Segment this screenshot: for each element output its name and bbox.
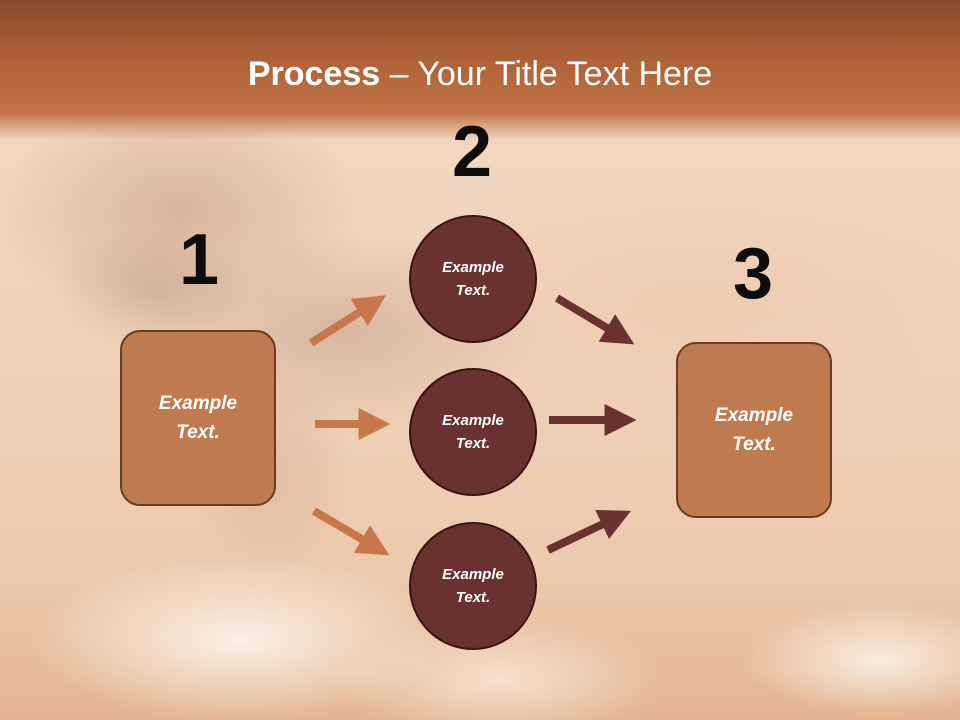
left-process-box: Example Text.: [120, 330, 276, 506]
step-number-3: 3: [732, 234, 774, 314]
title-bold: Process: [247, 55, 381, 93]
arrow-left-to-bottom: [311, 507, 390, 556]
right-process-box: Example Text.: [676, 342, 832, 518]
circle-top-text: Example Text.: [442, 259, 504, 299]
circle-bottom-text: Example Text.: [442, 566, 504, 606]
circle-mid-text: Example Text.: [442, 412, 504, 452]
step-number-1: 1: [178, 220, 220, 300]
arrow-top-to-right: [554, 294, 635, 345]
circle-node-bottom: Example Text.: [409, 522, 537, 650]
title-rest: – Your Title Text Here: [380, 55, 713, 93]
slide-title: Process – Your Title Text Here: [0, 52, 960, 96]
right-box-text: Example Text.: [714, 405, 794, 455]
left-box-text: Example Text.: [158, 393, 238, 443]
arrow-bottom-to-right: [546, 510, 632, 554]
circle-node-middle: Example Text.: [409, 368, 537, 496]
title-banner: [0, 0, 960, 140]
arrow-left-to-top: [308, 295, 387, 347]
step-number-2: 2: [451, 112, 493, 192]
circle-node-top: Example Text.: [409, 215, 537, 343]
